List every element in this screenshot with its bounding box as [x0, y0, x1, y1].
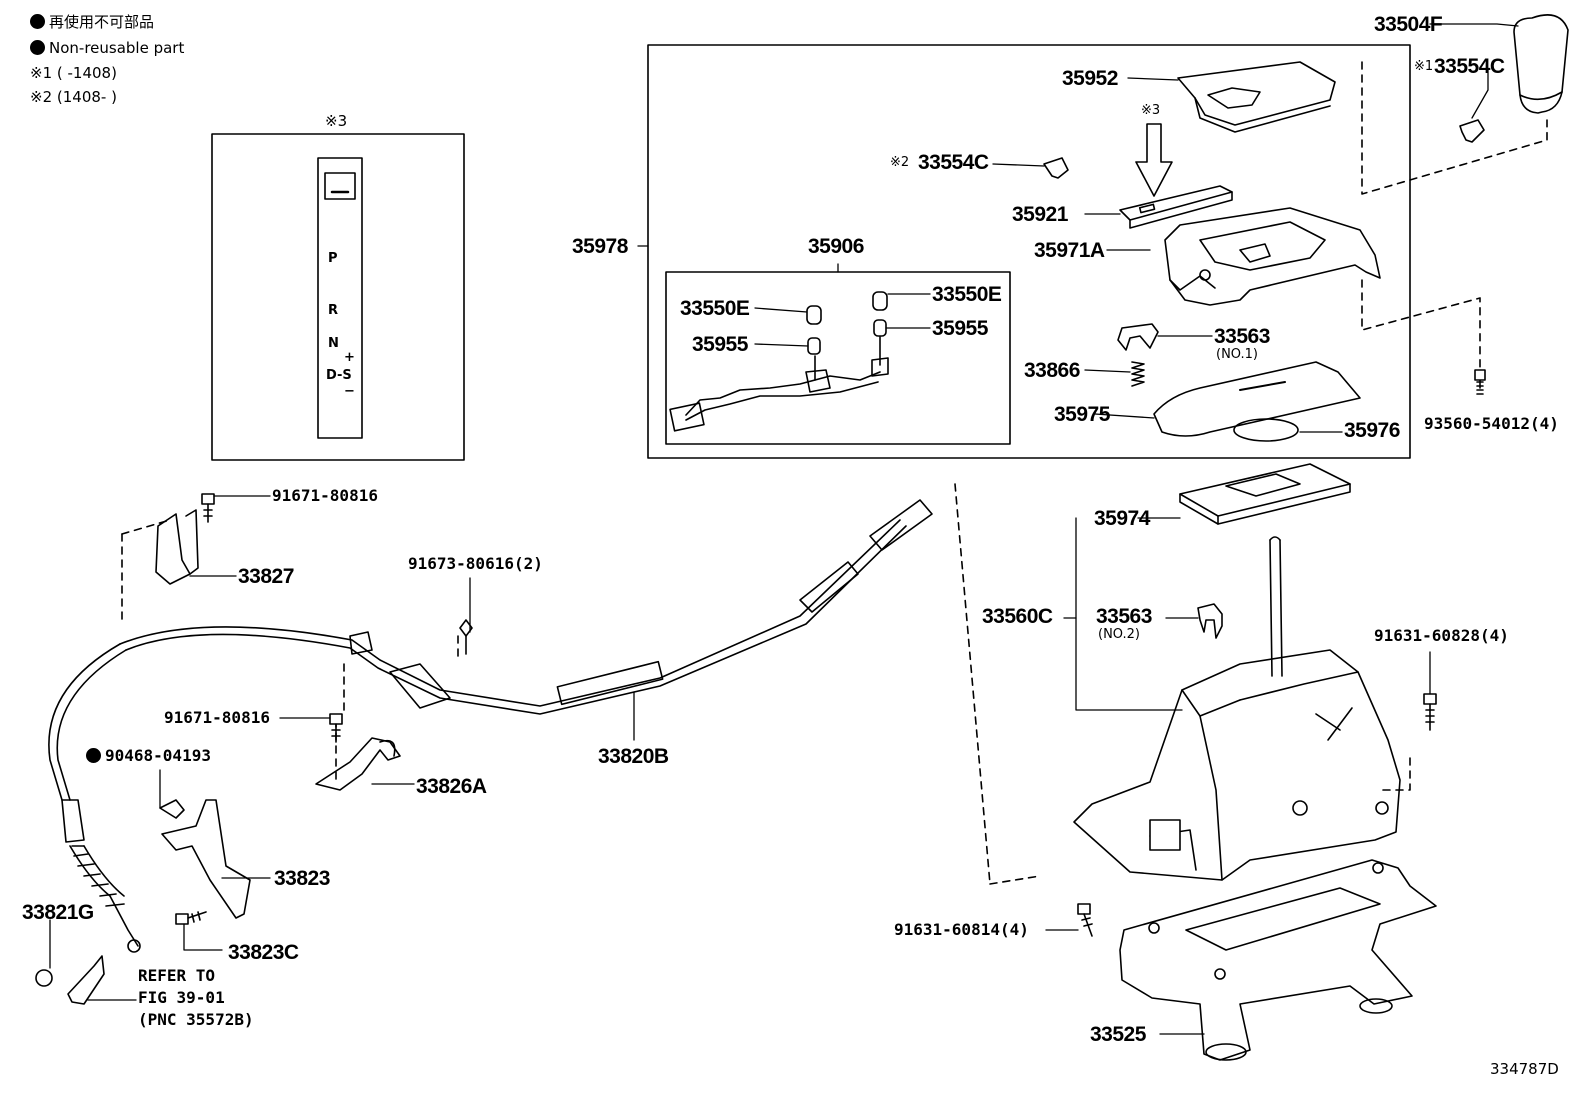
dashed-leaders-upper — [121, 61, 1548, 885]
label-33826A: 33826A — [416, 775, 487, 798]
bolt-91631-60814-drawing — [1077, 903, 1093, 937]
label-35952: 35952 — [1062, 67, 1118, 90]
label-33821G: 33821G — [22, 901, 94, 924]
refer-line3: (PNC 35572B) — [138, 1010, 254, 1029]
label-33554C-2: 33554C — [918, 151, 989, 174]
harness-35906-drawing — [669, 336, 889, 432]
part-35974-drawing — [1179, 463, 1351, 525]
label-33563-no2-sub: (NO.2) — [1098, 627, 1140, 642]
label-arrow-3: ※3 — [1141, 103, 1161, 118]
gate-plate — [317, 157, 363, 439]
part-35952-drawing — [1177, 61, 1336, 133]
gate-ds: D-S — [326, 368, 352, 383]
label-33563-no1-sub: (NO.1) — [1216, 347, 1258, 362]
refer-line1: REFER TO — [138, 966, 216, 985]
label-33560C: 33560C — [982, 605, 1053, 628]
figure-id: 334787D — [1490, 1060, 1559, 1078]
label-35955-right: 35955 — [932, 317, 988, 340]
assembly-frame-35978 — [647, 44, 1411, 459]
part-35971A-drawing — [1164, 207, 1381, 306]
cable-33820B-drawing — [48, 499, 933, 953]
label-33563-no1: 33563 — [1214, 325, 1270, 348]
label-33554C-1: 33554C — [1434, 55, 1505, 78]
label-93560-54012: 93560-54012(4) — [1424, 414, 1559, 433]
gate-minus: − — [344, 384, 355, 399]
legend-bullet-icon — [30, 40, 45, 55]
legend-note2: ※2 (1408- ) — [30, 88, 117, 106]
part-33866-spring — [1131, 361, 1145, 387]
part-33525-drawing — [1119, 859, 1437, 1061]
bolt-91631-60828-drawing — [1423, 693, 1437, 731]
legend-bullet-icon — [30, 14, 45, 29]
cable-holder-drawing — [389, 619, 473, 709]
bolt-93560-drawing — [1474, 369, 1486, 395]
label-90468-text: 90468-04193 — [105, 746, 211, 765]
label-33563-no2: 33563 — [1096, 605, 1152, 628]
legend-line2: Non-reusable part — [49, 39, 185, 57]
label-91631-60814: 91631-60814(4) — [894, 920, 1029, 939]
part-35976-drawing — [1233, 418, 1299, 442]
label-35971A: 35971A — [1034, 239, 1105, 262]
legend-english: Non-reusable part — [30, 40, 184, 56]
label-33554C-2-mark: ※2 — [890, 155, 910, 170]
label-33827: 33827 — [238, 565, 294, 588]
label-35974: 35974 — [1094, 507, 1150, 530]
arrow-3-drawing — [1135, 123, 1173, 197]
part-33821G-drawing — [35, 955, 105, 1005]
part-33554C-1-drawing — [1459, 119, 1485, 143]
gate-r: R — [328, 303, 339, 318]
part-33563-no2-drawing — [1197, 603, 1223, 639]
label-35906: 35906 — [808, 235, 864, 258]
leader-lines — [49, 23, 1519, 1035]
bulbs-drawing — [806, 291, 888, 355]
label-91631-60828: 91631-60828(4) — [1374, 626, 1509, 645]
part-33504F-knob — [1513, 14, 1569, 114]
label-91671-80816-lower: 91671-80816 — [164, 708, 270, 727]
part-33826A-drawing — [315, 713, 401, 791]
inset-marker: ※3 — [325, 112, 348, 130]
label-35978: 35978 — [572, 235, 628, 258]
label-33866: 33866 — [1024, 359, 1080, 382]
inset-frame — [211, 133, 465, 461]
label-33550E-right: 33550E — [932, 283, 1002, 306]
part-33563-no1-drawing — [1117, 323, 1159, 351]
refer-line2: FIG 39-01 — [138, 988, 225, 1007]
gate-plus: + — [344, 350, 355, 365]
legend-line1: 再使用不可部品 — [49, 13, 155, 31]
gate-n: N — [328, 336, 339, 351]
legend-japanese: 再使用不可部品 — [30, 14, 154, 30]
label-33554C-1-mark: ※1 — [1414, 59, 1434, 74]
label-35976: 35976 — [1344, 419, 1400, 442]
part-35921-drawing — [1119, 185, 1233, 229]
label-35975: 35975 — [1054, 403, 1110, 426]
bolt-33823C-drawing — [175, 911, 207, 925]
label-35955-left: 35955 — [692, 333, 748, 356]
label-33823: 33823 — [274, 867, 330, 890]
gate-window — [324, 172, 356, 200]
bolt-91671-upper-drawing — [201, 493, 215, 523]
part-90468-drawing — [159, 799, 185, 819]
part-33560C-drawing — [1073, 536, 1401, 881]
gate-p: P — [328, 251, 338, 266]
part-35975-drawing — [1153, 361, 1361, 437]
legend-note1: ※1 ( -1408) — [30, 64, 117, 82]
label-35921: 35921 — [1012, 203, 1068, 226]
label-91671-80816-upper: 91671-80816 — [272, 486, 378, 505]
part-33554C-2-drawing — [1043, 157, 1069, 179]
label-33504F: 33504F — [1374, 13, 1443, 36]
label-33820B: 33820B — [598, 745, 669, 768]
label-33550E-left: 33550E — [680, 297, 750, 320]
label-90468-04193: 90468-04193 — [86, 748, 211, 764]
part-33827-drawing — [155, 509, 199, 585]
label-33823C: 33823C — [228, 941, 299, 964]
label-91673-80616: 91673-80616(2) — [408, 554, 543, 573]
non-reusable-icon — [86, 748, 101, 763]
label-33525: 33525 — [1090, 1023, 1146, 1046]
part-33823-drawing — [161, 799, 251, 919]
